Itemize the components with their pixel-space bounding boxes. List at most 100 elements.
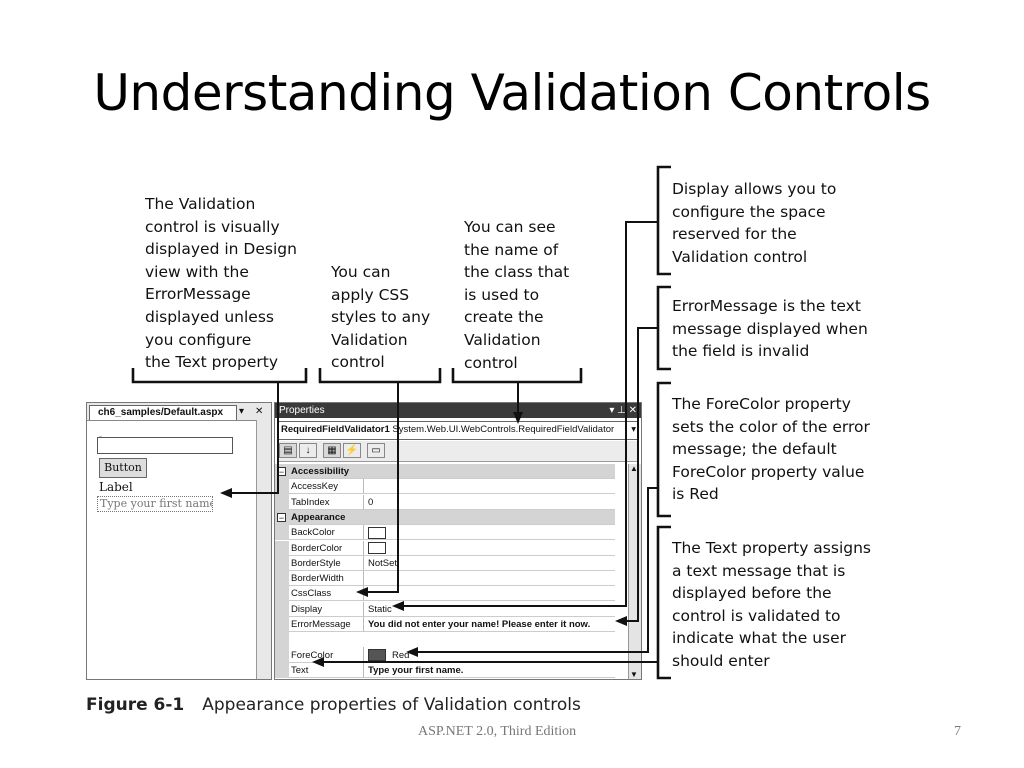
- property-value[interactable]: Type your first name.: [364, 663, 615, 678]
- slide-title: Understanding Validation Controls: [93, 64, 931, 122]
- textbox-control[interactable]: [97, 437, 233, 454]
- property-value-text: You did not enter your name! Please ente…: [368, 619, 591, 630]
- pin-icon[interactable]: ▾ ⊥: [609, 405, 629, 416]
- property-gutter: [275, 617, 289, 633]
- callout-line: a text message that is: [672, 561, 846, 580]
- property-row[interactable]: BorderWidth: [275, 571, 627, 587]
- callout-line: Validation: [331, 330, 408, 349]
- close-icon[interactable]: ✕: [628, 405, 637, 416]
- properties-window: Properties ▾ ⊥ ✕ RequiredFieldValidator1…: [274, 402, 642, 680]
- arrow-heads: [220, 412, 627, 667]
- property-category[interactable]: −Appearance: [275, 509, 627, 526]
- figure-caption-text: Appearance properties of Validation cont…: [202, 695, 581, 715]
- alphabetical-icon[interactable]: ↓: [299, 443, 317, 458]
- button-control[interactable]: Button: [99, 458, 147, 478]
- bracket-display: [656, 165, 671, 276]
- events-icon[interactable]: ⚡: [343, 443, 361, 458]
- bracket-text-property: [656, 525, 671, 680]
- properties-title-bar: Properties ▾ ⊥ ✕: [275, 403, 641, 418]
- property-gutter: [275, 647, 289, 663]
- callout-line: displayed unless: [145, 307, 274, 326]
- scroll-up-icon[interactable]: ▲: [630, 464, 638, 473]
- document-tab[interactable]: ch6_samples/Default.aspx: [89, 405, 237, 420]
- property-name: BorderWidth: [289, 571, 364, 587]
- close-icon[interactable]: ✕: [255, 406, 264, 417]
- callout-line: You can: [331, 263, 391, 281]
- object-selector[interactable]: RequiredFieldValidator1 System.Web.UI.We…: [277, 421, 639, 440]
- callout-line: configure the space: [672, 202, 826, 221]
- callout-line: ErrorMessage: [145, 285, 251, 304]
- callout-line: reserved for the: [672, 225, 797, 244]
- property-value[interactable]: [364, 571, 615, 587]
- property-gutter: [275, 555, 289, 572]
- property-value[interactable]: [364, 479, 615, 495]
- label-control[interactable]: Label: [99, 480, 133, 494]
- bracket-class-name: [451, 368, 583, 384]
- object-type: System.Web.UI.WebControls.RequiredFieldV…: [392, 424, 615, 435]
- property-gutter: [275, 586, 289, 602]
- property-name: BackColor: [289, 525, 364, 541]
- property-gutter: [275, 494, 289, 510]
- ide-screenshot: ch6_samples/Default.aspx ▾ ✕ ▫ Button La…: [86, 402, 642, 680]
- callout-connectors: [230, 221, 658, 663]
- property-name: BorderColor: [289, 540, 364, 556]
- property-value[interactable]: 0: [364, 495, 615, 510]
- callout-line: ForeColor property value: [672, 462, 865, 481]
- designer-scrollbar[interactable]: [256, 420, 271, 679]
- document-tab-bar: ch6_samples/Default.aspx ▾ ✕: [87, 403, 271, 421]
- property-gutter: [275, 662, 289, 679]
- callout-line: should enter: [672, 651, 770, 670]
- bracket-fore-color: [656, 381, 671, 518]
- validator-control[interactable]: Type your first name.: [97, 496, 213, 512]
- property-gutter: [275, 540, 289, 556]
- collapse-icon[interactable]: −: [277, 512, 286, 523]
- figure-caption: Figure 6-1 Appearance properties of Valid…: [86, 695, 581, 715]
- property-row[interactable]: AccessKey: [275, 479, 627, 495]
- property-row[interactable]: CssClass: [275, 586, 627, 602]
- property-row[interactable]: BackColor: [275, 525, 627, 541]
- callout-line: The ForeColor property: [672, 395, 851, 413]
- property-value[interactable]: NotSet: [364, 556, 615, 571]
- property-gutter: [275, 632, 289, 648]
- property-pages-icon[interactable]: ▭: [367, 443, 385, 458]
- property-name: TabIndex: [289, 494, 364, 510]
- property-value[interactable]: [364, 586, 615, 602]
- property-value[interactable]: [364, 525, 615, 541]
- callout-line: is used to: [464, 285, 540, 304]
- callout-line: displayed before the: [672, 584, 832, 603]
- property-value[interactable]: Static: [364, 602, 615, 617]
- arrow-css: [366, 382, 399, 593]
- arrow-fore-color: [416, 487, 658, 653]
- tab-dropdown-icon[interactable]: ▾: [239, 406, 245, 417]
- categorized-icon[interactable]: ▤: [279, 443, 297, 458]
- callout-line: is Red: [672, 485, 719, 504]
- bracket-design-view: [131, 368, 308, 384]
- arrow-display: [402, 221, 658, 607]
- properties-icon[interactable]: ▦: [323, 443, 341, 458]
- callout-line: create the: [464, 308, 544, 327]
- property-value[interactable]: [364, 541, 615, 556]
- callout-line: you configure: [145, 330, 252, 349]
- callout-line: displayed in Design: [145, 240, 297, 259]
- object-name: RequiredFieldValidator1: [281, 424, 390, 435]
- property-value[interactable]: You did not enter your name! Please ente…: [364, 617, 615, 632]
- scroll-down-icon[interactable]: ▼: [630, 670, 638, 679]
- callout-brackets: [131, 165, 671, 680]
- figure-number: Figure 6-1: [86, 695, 185, 715]
- property-value-text: Static: [368, 603, 392, 615]
- property-row[interactable]: BorderColor: [275, 540, 627, 556]
- property-value-text: Type your first name.: [368, 664, 464, 676]
- chevron-down-icon[interactable]: ▾: [629, 422, 636, 438]
- callout-line: message displayed when: [672, 319, 868, 338]
- property-category[interactable]: −Accessibility: [275, 464, 627, 480]
